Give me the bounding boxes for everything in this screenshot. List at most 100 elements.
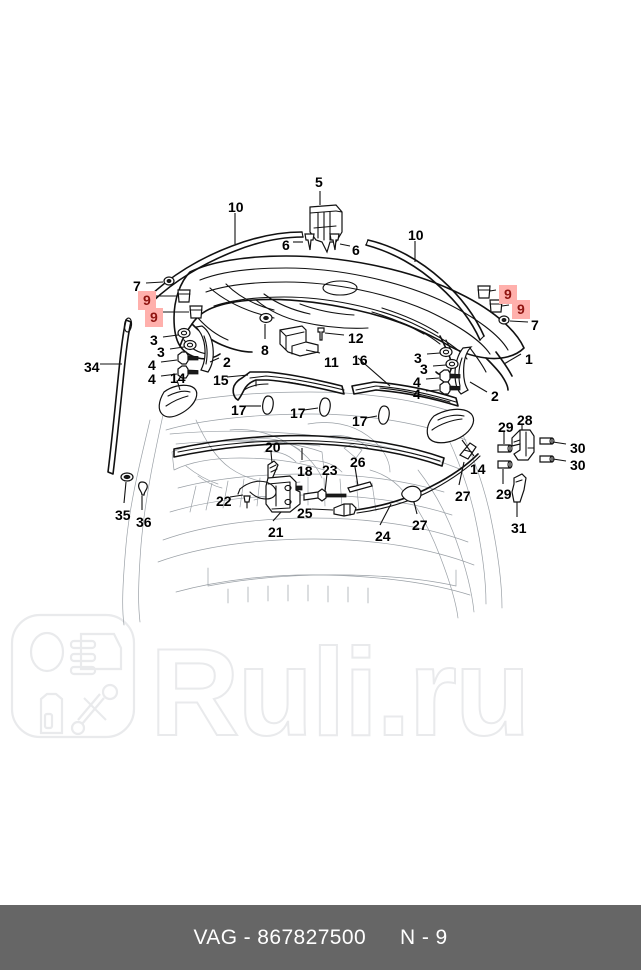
- part-11-bracket-support: [279, 325, 319, 357]
- part-30-rivet-b: [539, 455, 555, 463]
- callout-6: 6: [352, 242, 360, 258]
- callout-5: 5: [315, 174, 323, 190]
- part-4-bolt-left-b: [177, 365, 199, 379]
- callout-9-highlighted: 9: [138, 291, 156, 310]
- callout-6: 6: [282, 237, 290, 253]
- callout-3: 3: [150, 332, 158, 348]
- callout-36: 36: [136, 514, 152, 530]
- callout-3: 3: [420, 361, 428, 377]
- leader-lines: [100, 191, 567, 526]
- callout-2: 2: [223, 354, 231, 370]
- catalog-number-label: VAG - 867827500: [193, 925, 367, 949]
- callout-4: 4: [148, 371, 156, 387]
- callout-29: 29: [496, 486, 512, 502]
- callout-14: 14: [470, 461, 486, 477]
- part-7-grommet-left: [163, 276, 175, 286]
- part-8-rubber-buffer: [259, 312, 273, 324]
- callout-3: 3: [414, 350, 422, 366]
- part-23-cable-end-fitting: [303, 488, 347, 502]
- part-5-bracket: [309, 204, 343, 254]
- part-16-seal-rear: [351, 381, 459, 407]
- part-35-rod-grommet: [120, 472, 134, 482]
- callout-10: 10: [408, 227, 424, 243]
- callout-28: 28: [517, 412, 533, 428]
- callout-15: 15: [213, 372, 229, 388]
- part-12-screw: [317, 327, 325, 341]
- vehicle-ghost-outline: [122, 391, 503, 626]
- callout-9-highlighted: 9: [145, 308, 163, 327]
- callout-4: 4: [413, 386, 421, 402]
- callout-3: 3: [157, 344, 165, 360]
- callout-14: 14: [170, 370, 186, 386]
- part-34-hood-prop-rod: [107, 317, 133, 475]
- part-29-sleeve-bushing-a: [497, 444, 513, 453]
- part-22-latch-spring: [237, 480, 277, 509]
- callout-22: 22: [216, 493, 232, 509]
- callout-4: 4: [148, 357, 156, 373]
- part-3-washer-right-b: [445, 358, 459, 370]
- callout-21: 21: [268, 524, 284, 540]
- callout-16: 16: [352, 352, 368, 368]
- part-28-release-handle-bracket: [511, 429, 535, 461]
- callout-17: 17: [231, 402, 247, 418]
- callout-4: 4: [413, 374, 421, 390]
- callout-9-highlighted: 9: [512, 300, 530, 319]
- callout-7: 7: [531, 317, 539, 333]
- part-29-sleeve-bushing-b: [497, 460, 513, 469]
- part-17-seal-clip-a: [262, 395, 274, 415]
- callout-34: 34: [84, 359, 100, 375]
- part-4-bolt-right-a: [439, 369, 461, 383]
- part-6-push-pin-clip-right: [329, 233, 340, 251]
- part-21-hood-latch: [265, 475, 303, 513]
- part-6-push-pin-clip-left: [304, 233, 315, 251]
- part-4-bolt-left-a: [177, 351, 199, 365]
- callout-12: 12: [348, 330, 364, 346]
- footer-bar: VAG - 867827500 N - 9: [0, 905, 641, 970]
- part-26-cable-guide: [347, 481, 373, 493]
- callout-20: 20: [265, 439, 281, 455]
- callout-25: 25: [297, 505, 313, 521]
- part-9-stop-buffer-left-upper: [177, 289, 191, 303]
- part-17-seal-clip-b: [319, 397, 331, 417]
- part-30-rivet-a: [539, 437, 555, 445]
- page-number-label: N - 9: [400, 925, 448, 949]
- part-2-hinge-left: [194, 325, 214, 373]
- callout-10: 10: [228, 199, 244, 215]
- part-3-washer-right-a: [439, 346, 453, 358]
- part-36-rod-clip: [138, 481, 148, 496]
- callout-27: 27: [455, 488, 471, 504]
- part-31-release-handle: [511, 473, 527, 503]
- callout-18: 18: [297, 463, 313, 479]
- callout-1: 1: [525, 351, 533, 367]
- callout-30: 30: [570, 440, 586, 456]
- part-15-seal-front: [232, 371, 345, 401]
- part-3-washer-left-a: [177, 327, 191, 339]
- callout-11: 11: [324, 354, 339, 370]
- part-9-stop-buffer-right-upper: [477, 285, 491, 299]
- callout-23: 23: [322, 462, 338, 478]
- part-18-water-deflector-seal: [173, 434, 445, 467]
- callout-8: 8: [261, 342, 269, 358]
- callout-7: 7: [133, 278, 141, 294]
- callout-31: 31: [511, 520, 527, 536]
- callout-30: 30: [570, 457, 586, 473]
- part-4-bolt-right-b: [439, 381, 461, 395]
- callout-17: 17: [290, 405, 306, 421]
- part-25-cable-sleeve: [333, 503, 357, 517]
- callout-17: 17: [352, 413, 368, 429]
- callout-29: 29: [498, 419, 514, 435]
- callout-9-highlighted: 9: [499, 285, 517, 304]
- callout-24: 24: [375, 528, 391, 544]
- part-10-seal-strip-left: [147, 231, 304, 303]
- part-14-cover-trim-left: [158, 384, 198, 418]
- part-27-cable-grommet-b: [459, 442, 477, 460]
- part-7-grommet-right: [498, 315, 510, 325]
- callout-27: 27: [412, 517, 428, 533]
- part-17-seal-clip-c: [378, 405, 390, 425]
- part-27-cable-grommet-a: [401, 485, 422, 503]
- callout-2: 2: [491, 388, 499, 404]
- watermark-text: Ruli.ru: [149, 623, 532, 763]
- part-9-stop-buffer-left-lower: [189, 305, 203, 319]
